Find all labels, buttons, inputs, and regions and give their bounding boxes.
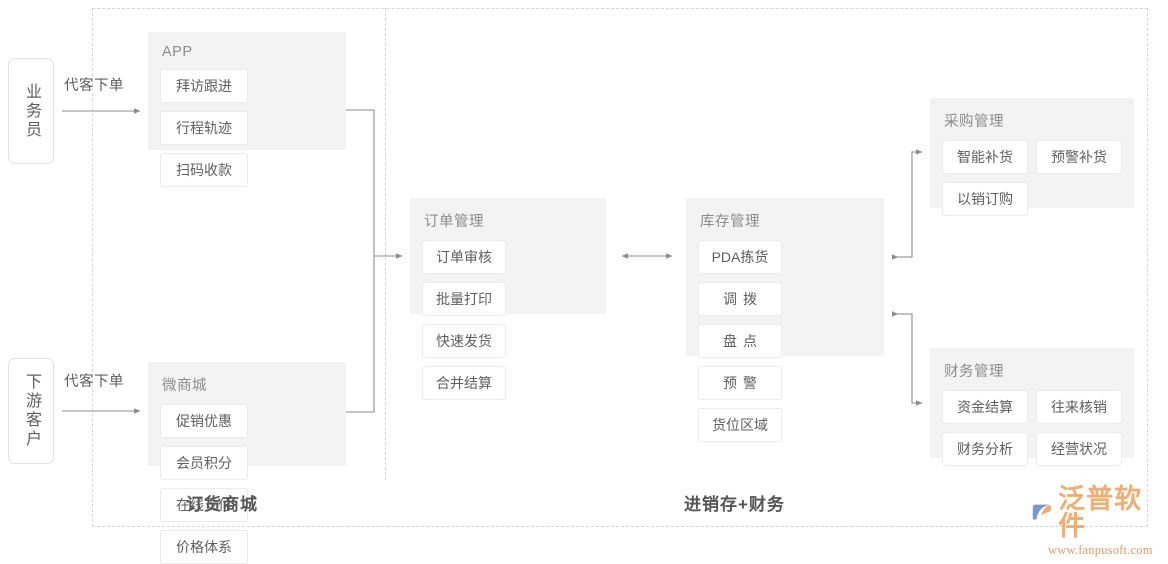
section-caption-erp-finance: 进销存+财务: [684, 495, 785, 514]
diagram-canvas: 业务员 下游客户 代客下单 代客下单 APP 拜访跟进 行程轨迹 扫码收款 微商…: [8, 8, 1162, 564]
flow-label-salesman-order: 代客下单: [64, 78, 124, 94]
chip-promotion[interactable]: 促销优惠: [160, 404, 248, 438]
watermark-url: www.fanpusoft.com: [1048, 543, 1153, 557]
panel-stock-title: 库存管理: [700, 214, 760, 230]
chip-fund-settlement[interactable]: 资金结算: [942, 390, 1028, 424]
fanpu-logo-icon: [1032, 504, 1052, 520]
chip-financial-analysis[interactable]: 财务分析: [942, 432, 1028, 466]
watermark-brand: 泛普软件: [1058, 484, 1143, 541]
chip-transfer[interactable]: 调拨: [698, 282, 782, 316]
chip-order-review[interactable]: 订单审核: [422, 240, 506, 274]
panel-finance-management: 财务管理 资金结算 往来核销 财务分析 经营状况: [930, 348, 1134, 466]
chip-fast-shipping[interactable]: 快速发货: [422, 324, 506, 358]
chip-stocktaking[interactable]: 盘点: [698, 324, 782, 358]
outer-dashed-frame: [92, 8, 1148, 527]
chip-member-points[interactable]: 会员积分: [160, 446, 248, 480]
chip-online-payment[interactable]: 在线支付: [160, 488, 248, 522]
chip-merge-settlement[interactable]: 合并结算: [422, 366, 506, 400]
panel-app: APP 拜访跟进 行程轨迹 扫码收款: [148, 32, 346, 187]
entity-customer: 下游客户: [8, 358, 54, 464]
panel-purchase-chips: 智能补货 预警补货 以销订购: [942, 140, 1122, 216]
panel-order-management: 订单管理 订单审核 批量打印 快速发货 合并结算: [410, 198, 606, 400]
entity-salesman: 业务员: [8, 58, 54, 164]
chip-batch-print[interactable]: 批量打印: [422, 282, 506, 316]
panel-stock-chips: PDA拣货 调拨 盘点 预警 货位区域: [698, 240, 872, 442]
chip-smart-replenish[interactable]: 智能补货: [942, 140, 1028, 174]
panel-mall-chips: 促销优惠 会员积分 在线支付 价格体系: [160, 404, 334, 564]
chip-storage-zone[interactable]: 货位区域: [698, 408, 782, 442]
chip-alert-replenish[interactable]: 预警补货: [1036, 140, 1122, 174]
entity-customer-label: 下游客户: [23, 373, 41, 449]
chip-visit-followup[interactable]: 拜访跟进: [160, 69, 248, 103]
watermark: 泛普软件 www.fanpusoft.com: [1030, 484, 1162, 557]
panel-app-chips: 拜访跟进 行程轨迹 扫码收款: [160, 69, 334, 187]
panel-finance-title: 财务管理: [944, 364, 1004, 380]
panel-purchase-management: 采购管理 智能补货 预警补货 以销订购: [930, 98, 1134, 216]
panel-order-chips: 订单审核 批量打印 快速发货 合并结算: [422, 240, 594, 400]
section-caption-ordering-mall: 订货商城: [186, 495, 258, 514]
chip-route-track[interactable]: 行程轨迹: [160, 111, 248, 145]
chip-business-status[interactable]: 经营状况: [1036, 432, 1122, 466]
panel-purchase-title: 采购管理: [944, 114, 1004, 130]
chip-pda-picking[interactable]: PDA拣货: [698, 240, 782, 274]
panel-app-title: APP: [162, 44, 193, 60]
chip-ar-ap-writeoff[interactable]: 往来核销: [1036, 390, 1122, 424]
chip-sales-based-purchase[interactable]: 以销订购: [942, 182, 1028, 216]
panel-inventory-management: 库存管理 PDA拣货 调拨 盘点 预警 货位区域: [686, 198, 884, 442]
panel-mall-title: 微商城: [162, 378, 207, 394]
chip-scan-payment[interactable]: 扫码收款: [160, 153, 248, 187]
chip-price-system[interactable]: 价格体系: [160, 530, 248, 564]
chip-alert[interactable]: 预警: [698, 366, 782, 400]
entity-salesman-label: 业务员: [23, 82, 41, 140]
panel-finance-chips: 资金结算 往来核销 财务分析 经营状况: [942, 390, 1122, 466]
section-divider-dashed: [385, 8, 386, 480]
panel-mall: 微商城 促销优惠 会员积分 在线支付 价格体系: [148, 362, 346, 564]
panel-order-title: 订单管理: [424, 214, 484, 230]
flow-label-customer-order: 代客下单: [64, 374, 124, 390]
